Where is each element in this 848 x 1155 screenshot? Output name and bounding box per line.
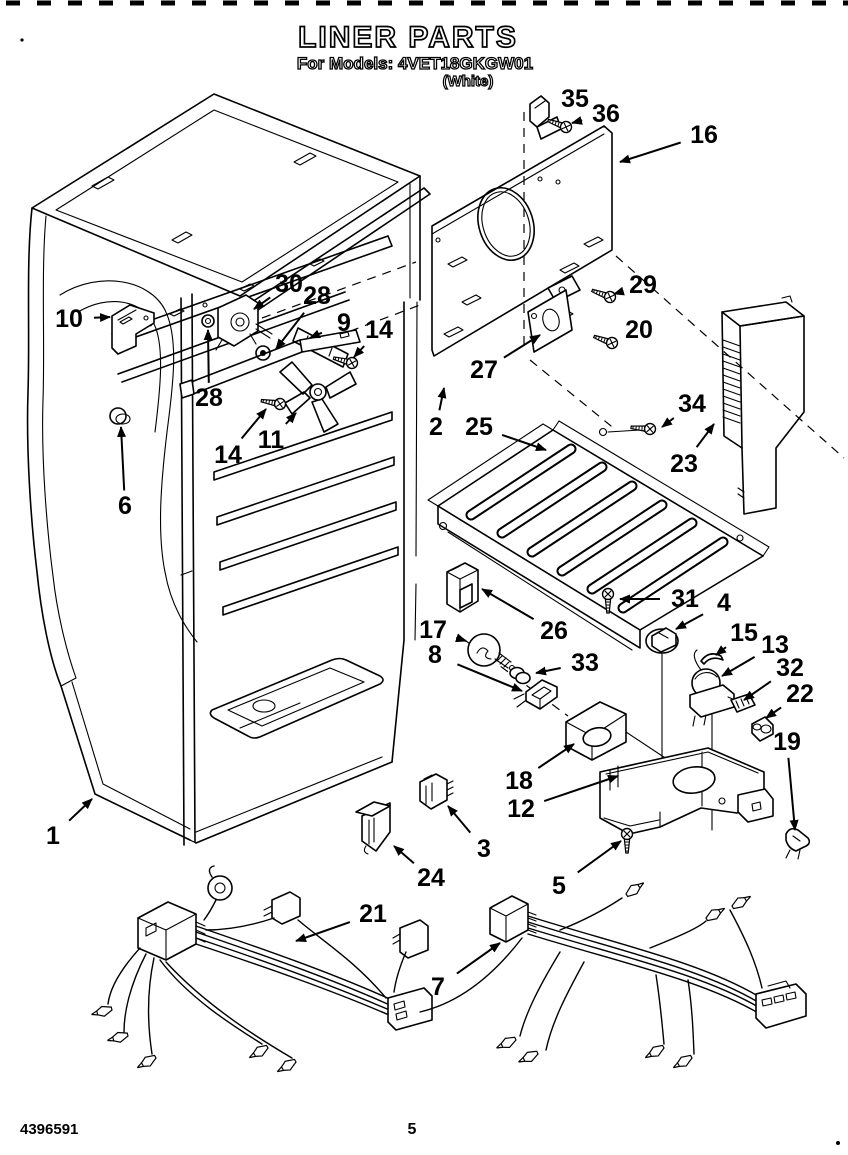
control-console (355, 627, 811, 860)
callout-35: 35 (561, 85, 589, 113)
callout-21: 21 (295, 900, 387, 942)
svg-text:25: 25 (465, 413, 493, 441)
models-line: For Models: 4VET18GKGW01 (297, 54, 533, 73)
svg-text:11: 11 (258, 426, 285, 454)
callout-27: 27 (470, 334, 541, 384)
svg-text:3: 3 (477, 835, 491, 863)
callout-30: 30 (253, 270, 303, 310)
svg-text:23: 23 (670, 450, 698, 478)
svg-text:14: 14 (214, 441, 242, 469)
svg-text:26: 26 (540, 617, 568, 645)
svg-text:32: 32 (776, 654, 804, 682)
svg-text:35: 35 (561, 85, 589, 113)
svg-text:6: 6 (118, 492, 132, 520)
svg-text:30: 30 (275, 270, 303, 298)
callout-7: 7 (431, 942, 501, 1001)
svg-text:8: 8 (428, 641, 442, 669)
callout-20: 20 (625, 316, 653, 344)
svg-text:34: 34 (678, 390, 706, 418)
svg-text:12: 12 (507, 795, 535, 823)
callout-36: 36 (571, 100, 620, 128)
callout-25: 25 (465, 413, 547, 452)
svg-text:18: 18 (505, 767, 533, 795)
callout-33: 33 (535, 649, 599, 677)
svg-text:22: 22 (786, 680, 814, 708)
light-assembly (461, 633, 698, 780)
svg-text:13: 13 (761, 631, 789, 659)
svg-text:20: 20 (625, 316, 653, 344)
callout-14: 14 (214, 408, 267, 469)
callout-17: 17 (419, 616, 467, 644)
callout-2: 2 (429, 387, 447, 441)
svg-text:33: 33 (571, 649, 599, 677)
air-tower (721, 295, 805, 515)
svg-text:19: 19 (773, 728, 801, 756)
svg-text:9: 9 (337, 309, 351, 337)
callout-14: 14 (353, 316, 393, 358)
callout-16: 16 (619, 121, 718, 164)
svg-text:5: 5 (552, 872, 566, 900)
svg-text:16: 16 (690, 121, 718, 149)
evaporator-cover (427, 420, 770, 651)
callout-23: 23 (670, 423, 715, 478)
svg-text:27: 27 (470, 356, 498, 384)
svg-text:36: 36 (592, 100, 620, 128)
svg-text:28: 28 (303, 282, 331, 310)
page-title: LINER PARTS (298, 21, 518, 54)
callout-34: 34 (661, 390, 706, 428)
callout-29: 29 (613, 271, 657, 299)
svg-text:28: 28 (195, 384, 223, 412)
svg-text:14: 14 (365, 316, 393, 344)
liner-cabinet (26, 93, 431, 846)
svg-text:1: 1 (46, 822, 60, 850)
rail-bracket (111, 304, 155, 355)
svg-text:7: 7 (431, 973, 445, 1001)
svg-text:21: 21 (359, 900, 387, 928)
callout-11: 11 (258, 412, 297, 454)
callout-24: 24 (393, 845, 445, 892)
page-edge-artifacts (6, 0, 848, 1145)
defrost-control-box (446, 562, 479, 613)
wire-harness-right (419, 878, 807, 1073)
color-line: (White) (443, 73, 494, 90)
callout-1: 1 (46, 798, 93, 850)
svg-text:24: 24 (417, 864, 445, 892)
hole-plug (109, 407, 131, 425)
callout-8: 8 (428, 641, 523, 692)
callout-26: 26 (481, 588, 568, 645)
svg-text:10: 10 (55, 305, 83, 333)
svg-text:29: 29 (629, 271, 657, 299)
callout-28: 28 (195, 329, 223, 412)
doc-number: 4396591 (20, 1121, 78, 1138)
wire-harness-left (89, 865, 433, 1077)
callout-3: 3 (447, 805, 491, 863)
callout-6: 6 (117, 426, 132, 520)
callout-19: 19 (773, 728, 801, 831)
callout-12: 12 (507, 774, 619, 823)
callout-22: 22 (765, 680, 814, 719)
callout-13: 13 (721, 631, 789, 677)
callout-31: 31 (619, 585, 699, 613)
fan-motor-assembly (179, 261, 421, 433)
svg-text:2: 2 (429, 413, 443, 441)
callout-10: 10 (55, 305, 111, 333)
callout-5: 5 (552, 840, 622, 900)
svg-text:15: 15 (730, 619, 758, 647)
page-number: 5 (408, 1121, 417, 1138)
callout-18: 18 (505, 743, 575, 795)
svg-text:17: 17 (419, 616, 447, 644)
callout-4: 4 (675, 589, 731, 630)
callout-15: 15 (715, 619, 758, 656)
callout-9: 9 (309, 309, 351, 339)
svg-text:4: 4 (717, 589, 731, 617)
callout-28: 28 (275, 282, 331, 350)
callout-32: 32 (743, 654, 804, 701)
svg-text:31: 31 (671, 585, 699, 613)
